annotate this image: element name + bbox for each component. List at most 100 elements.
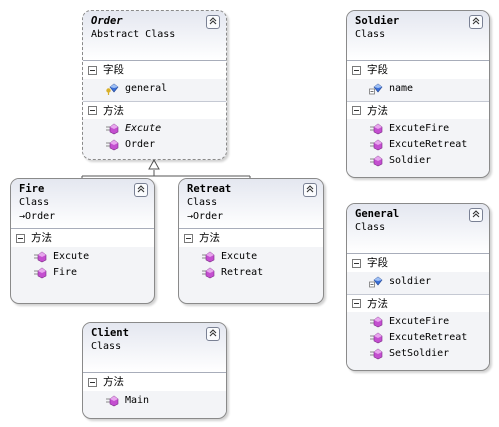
collapse-section-icon[interactable] (352, 299, 361, 308)
inherit-arrow-icon: → (187, 211, 194, 222)
section-header[interactable]: 字段 (83, 61, 226, 79)
method-override-icon (34, 251, 47, 263)
member-item[interactable]: ExcuteFire (347, 121, 489, 137)
member-name: Excute (125, 123, 162, 134)
member-name: name (389, 83, 414, 94)
member-name: Excute (221, 251, 258, 262)
member-item[interactable]: ExcuteFire (347, 314, 489, 330)
collapse-button[interactable] (134, 183, 148, 197)
member-name: ExcuteRetreat (389, 139, 468, 150)
class-name: Fire (19, 183, 45, 195)
member-item[interactable]: Main (83, 393, 226, 409)
method-icon (106, 123, 119, 135)
section-body: soldier (347, 272, 489, 294)
method-icon (370, 139, 383, 151)
method-icon (106, 395, 119, 407)
collapse-button[interactable] (469, 15, 483, 29)
member-item[interactable]: name (347, 81, 489, 97)
collapse-button[interactable] (206, 327, 220, 341)
method-icon (370, 332, 383, 344)
collapse-section-icon[interactable] (352, 65, 361, 75)
member-item[interactable]: Order (83, 137, 226, 153)
collapse-section-icon[interactable] (88, 106, 97, 115)
class-stereotype: Class (355, 29, 386, 40)
inheritance-arrowhead (148, 158, 160, 170)
member-item[interactable]: ExcuteRetreat (347, 137, 489, 153)
collapse-section-icon[interactable] (88, 65, 97, 75)
section-header[interactable]: 字段 (347, 254, 489, 272)
section-header[interactable]: 方法 (11, 229, 154, 247)
member-item[interactable]: Fire (11, 265, 154, 281)
member-item[interactable]: Excute (11, 249, 154, 265)
member-name: ExcuteFire (389, 123, 450, 134)
parent-class-name: Order (193, 211, 224, 222)
collapse-section-icon[interactable] (88, 377, 97, 387)
class-stereotype: Abstract Class (91, 29, 176, 40)
collapse-button[interactable] (206, 15, 220, 29)
collapse-section-icon[interactable] (352, 106, 361, 115)
member-item[interactable]: Soldier (347, 153, 489, 169)
collapse-section-icon[interactable] (16, 233, 25, 243)
section-header[interactable]: 方法 (347, 294, 489, 312)
section-title: 方法 (103, 376, 124, 388)
inherit-arrow-icon: → (19, 211, 26, 222)
class-stereotype: Class (355, 222, 386, 233)
collapse-button[interactable] (469, 208, 483, 222)
method-override-icon (202, 251, 215, 263)
section-header[interactable]: 字段 (347, 61, 489, 79)
section-title: 方法 (31, 232, 52, 244)
section-title: 方法 (367, 104, 388, 117)
member-name: soldier (389, 276, 432, 287)
member-name: general (125, 83, 168, 94)
collapse-section-icon[interactable] (352, 258, 361, 268)
member-name: Main (125, 395, 150, 406)
member-name: Fire (53, 267, 78, 278)
section-header[interactable]: 方法 (347, 101, 489, 119)
member-item[interactable]: Excute (179, 249, 323, 265)
section-header[interactable]: 方法 (179, 229, 323, 247)
double-chevron-up-icon (209, 328, 217, 340)
double-chevron-up-icon (209, 16, 217, 28)
class-name: Retreat (187, 183, 232, 195)
class-stereotype: Class (187, 197, 218, 208)
section-title: 字段 (103, 64, 124, 76)
section-header[interactable]: 方法 (83, 373, 226, 391)
member-item[interactable]: ExcuteRetreat (347, 330, 489, 346)
method-icon (370, 123, 383, 135)
method-icon (106, 139, 119, 151)
field-icon (369, 276, 383, 288)
section-header[interactable]: 方法 (83, 101, 226, 119)
collapse-section-icon[interactable] (184, 233, 193, 243)
member-name: Retreat (221, 267, 264, 278)
method-icon (370, 348, 383, 360)
member-item[interactable]: general (83, 81, 226, 97)
member-item[interactable]: SetSoldier (347, 346, 489, 362)
inheritance-label: →Order (187, 210, 315, 224)
member-item[interactable]: Retreat (179, 265, 323, 281)
class-name: Client (91, 327, 129, 339)
member-name: ExcuteRetreat (389, 332, 468, 343)
field-key-icon (106, 83, 119, 95)
method-icon (34, 267, 47, 279)
section-title: 方法 (367, 297, 388, 310)
parent-class-name: Order (25, 211, 56, 222)
member-item[interactable]: soldier (347, 274, 489, 290)
method-icon (370, 316, 383, 328)
collapse-button[interactable] (303, 183, 317, 197)
member-item[interactable]: Excute (83, 121, 226, 137)
member-name: ExcuteFire (389, 316, 450, 327)
